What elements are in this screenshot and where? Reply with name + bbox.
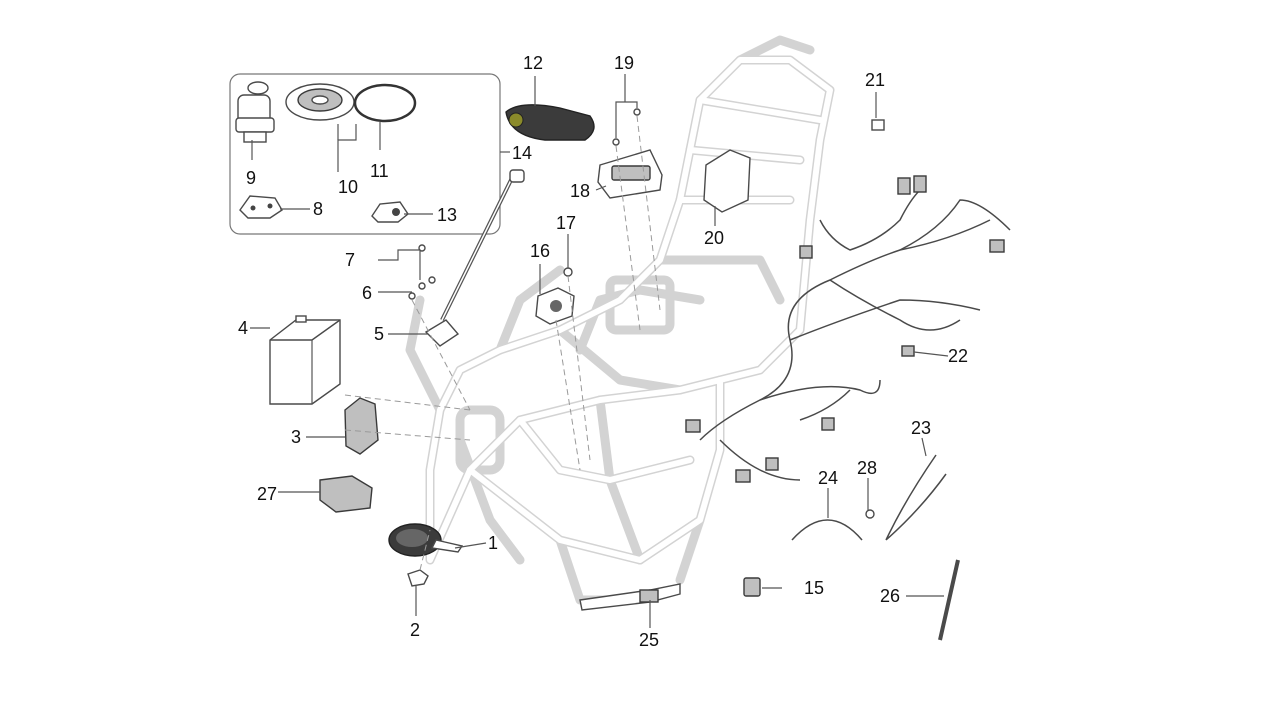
part-nut-28 — [865, 509, 875, 519]
callout-24: 24 — [818, 468, 838, 488]
part-tie-26 — [938, 559, 960, 641]
part-fuel-cap — [285, 83, 355, 121]
assembly-dashed-lines — [344, 115, 661, 571]
part-lock-plate-13 — [371, 201, 409, 223]
part-cable-23 — [885, 454, 947, 541]
part-o-ring — [353, 83, 417, 123]
callout-20: 20 — [704, 228, 724, 248]
part-wiring-harness-22 — [685, 175, 1011, 483]
callout-11: 11 — [370, 161, 389, 181]
part-rod-5 — [424, 169, 525, 347]
part-ecu-module-18 — [597, 149, 663, 199]
callout-27: 27 — [257, 484, 277, 504]
callout-4: 4 — [238, 318, 248, 338]
part-clip-15 — [743, 577, 761, 597]
part-connector-21 — [871, 119, 885, 131]
part-screws-19 — [612, 108, 641, 146]
callout-12: 12 — [523, 53, 543, 73]
callout-28: 28 — [857, 458, 877, 478]
inset-box-14 — [229, 73, 501, 235]
callout-9: 9 — [246, 168, 256, 188]
callout-16: 16 — [530, 241, 550, 261]
callout-8: 8 — [313, 199, 323, 219]
part-switch-25 — [579, 583, 681, 611]
part-ignition-switch — [235, 81, 275, 143]
callout-22: 22 — [948, 346, 968, 366]
callout-5: 5 — [374, 324, 384, 344]
callout-2: 2 — [410, 620, 420, 640]
part-horn-1 — [388, 523, 464, 557]
part-seat-cover-12 — [505, 104, 595, 141]
part-screws-6-7 — [408, 244, 436, 300]
callout-18: 18 — [570, 181, 590, 201]
callout-10: 10 — [338, 177, 358, 197]
part-bracket-8 — [239, 195, 283, 219]
part-coil-16 — [535, 287, 575, 325]
callout-21: 21 — [865, 70, 885, 90]
part-cable-24 — [791, 519, 863, 541]
callout-6: 6 — [362, 283, 372, 303]
callout-7: 7 — [345, 250, 355, 270]
part-nut-17 — [563, 267, 573, 277]
callout-1: 1 — [488, 533, 498, 553]
callout-15: 15 — [804, 578, 824, 598]
part-battery-4 — [269, 315, 341, 405]
callout-labels: 1 2 3 4 5 6 7 8 9 10 11 12 13 14 15 16 1… — [238, 53, 968, 650]
part-relay-box-20 — [703, 149, 751, 213]
motorcycle-frame — [405, 35, 835, 605]
part-bolt-2 — [407, 569, 429, 587]
part-battery-case-3 — [344, 397, 379, 455]
callout-26: 26 — [880, 586, 900, 606]
callout-17: 17 — [556, 213, 576, 233]
callout-19: 19 — [614, 53, 634, 73]
callout-23: 23 — [911, 418, 931, 438]
callout-14: 14 — [512, 143, 532, 163]
callout-3: 3 — [291, 427, 301, 447]
leader-lines — [250, 74, 949, 628]
part-bracket-27 — [319, 475, 373, 513]
callout-25: 25 — [639, 630, 659, 650]
callout-13: 13 — [437, 205, 457, 225]
